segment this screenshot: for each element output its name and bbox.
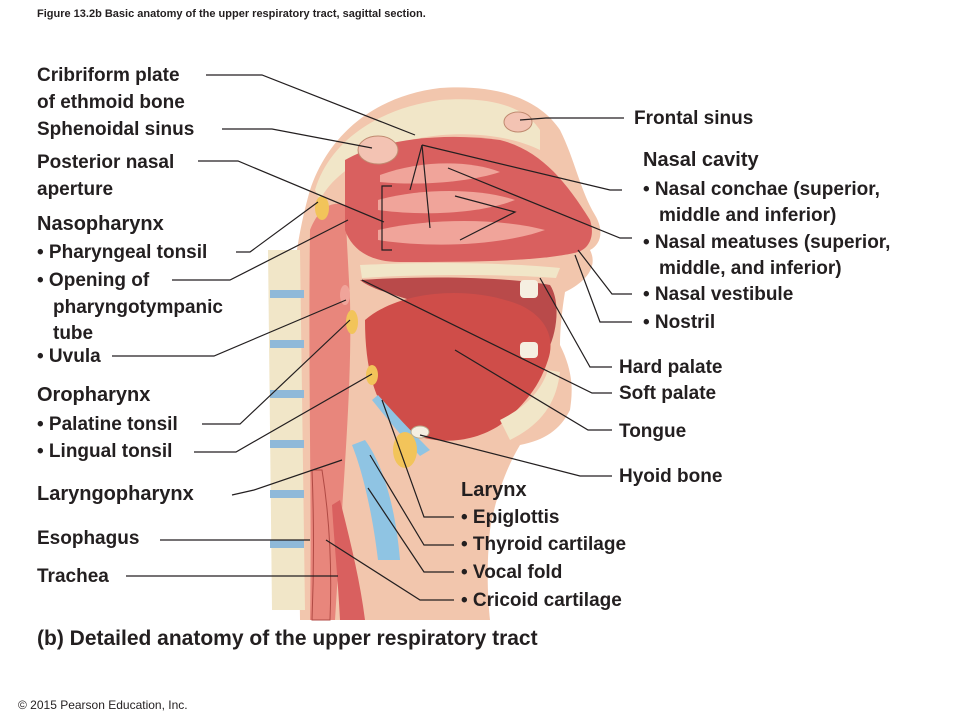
leader-thyroid bbox=[369, 454, 454, 546]
leader-cribriform bbox=[206, 74, 416, 136]
label-sphenoidal-sinus: Sphenoidal sinus bbox=[37, 119, 195, 140]
upper-teeth bbox=[520, 280, 538, 298]
label-epiglottis: • Epiglottis bbox=[461, 507, 560, 528]
label-cricoid-cartilage: • Cricoid cartilage bbox=[461, 590, 622, 611]
label-soft-palate: Soft palate bbox=[619, 383, 717, 404]
label-palatine-tonsil: • Palatine tonsil bbox=[37, 414, 178, 435]
label-hyoid-bone: Hyoid bone bbox=[619, 466, 723, 487]
leader-hard-palate bbox=[539, 277, 612, 368]
vertebral-disc bbox=[270, 290, 304, 298]
label-larynx: Larynx bbox=[461, 479, 527, 501]
uvula-shape bbox=[340, 285, 350, 305]
middle-concha bbox=[378, 191, 515, 214]
leader-opening-tube bbox=[172, 219, 349, 281]
label-hard-palate: Hard palate bbox=[619, 357, 723, 378]
label-nasal-conchae-line1: • Nasal conchae (superior, bbox=[643, 179, 880, 200]
tongue-shape bbox=[365, 293, 551, 441]
leader-uvula bbox=[112, 299, 347, 357]
label-oropharynx: Oropharynx bbox=[37, 384, 151, 406]
leader-hyoid bbox=[419, 434, 612, 477]
trachea-shape bbox=[332, 500, 365, 620]
label-opening-tube-line1: • Opening of bbox=[37, 270, 150, 291]
vertebral-disc bbox=[270, 540, 304, 548]
label-posterior-nasal-aperture-line1: Posterior nasal bbox=[37, 152, 175, 173]
label-pharyngeal-tonsil: • Pharyngeal tonsil bbox=[37, 242, 208, 263]
label-nostril: • Nostril bbox=[643, 312, 716, 333]
label-trachea: Trachea bbox=[37, 566, 109, 587]
mandible bbox=[500, 370, 560, 440]
vertebral-disc bbox=[270, 390, 304, 398]
leader-nasal-conchae bbox=[421, 144, 622, 191]
label-uvula: • Uvula bbox=[37, 346, 101, 367]
leader-vocal-fold bbox=[367, 487, 454, 573]
leader-vestibule bbox=[577, 249, 632, 295]
leader-epiglottis bbox=[381, 399, 454, 518]
palatine-tonsil-shape bbox=[346, 310, 358, 334]
label-esophagus: Esophagus bbox=[37, 528, 140, 549]
leader-lingual bbox=[194, 373, 373, 453]
leader-nasal-meatuses bbox=[447, 167, 632, 239]
lower-teeth bbox=[520, 342, 538, 358]
epiglottis-shape bbox=[372, 395, 430, 456]
meatus-fan bbox=[454, 195, 517, 241]
label-nasal-meatuses-line2: middle, and inferior) bbox=[659, 258, 842, 279]
leader-tongue bbox=[454, 349, 612, 431]
vertebral-disc bbox=[270, 490, 304, 498]
esophagus-shape bbox=[311, 469, 332, 621]
pharyngeal-tonsil-shape bbox=[315, 196, 329, 220]
label-cribriform-plate-line1: Cribriform plate bbox=[37, 65, 180, 86]
label-nasal-meatuses-line1: • Nasal meatuses (superior, bbox=[643, 232, 891, 253]
conchae-fan-2 bbox=[421, 144, 431, 229]
hyoid-bone-shape bbox=[410, 425, 430, 439]
leader-sphenoidal bbox=[222, 128, 373, 149]
label-nasal-conchae-line2: middle and inferior) bbox=[659, 205, 837, 226]
label-thyroid-cartilage: • Thyroid cartilage bbox=[461, 534, 627, 555]
hard-palate-shape bbox=[360, 263, 560, 278]
label-posterior-nasal-aperture-line2: aperture bbox=[37, 179, 114, 200]
skull-bone bbox=[315, 99, 540, 200]
conchae-bracket bbox=[381, 185, 392, 251]
leader-lines bbox=[112, 74, 632, 601]
label-laryngopharynx: Laryngopharynx bbox=[37, 483, 194, 505]
vertebral-disc bbox=[270, 440, 304, 448]
label-nasopharynx: Nasopharynx bbox=[37, 213, 164, 235]
inferior-concha bbox=[378, 221, 545, 245]
label-cribriform-plate-line2: of ethmoid bone bbox=[37, 92, 185, 113]
leader-laryngopharynx bbox=[231, 459, 343, 496]
conchae-fan-1 bbox=[409, 144, 423, 191]
frontal-sinus-shape bbox=[503, 111, 533, 133]
leader-posterior-aperture bbox=[198, 160, 385, 223]
label-tongue: Tongue bbox=[619, 421, 687, 442]
label-opening-tube-line3: tube bbox=[53, 323, 94, 344]
leader-soft-palate bbox=[361, 279, 612, 394]
label-nasal-vestibule: • Nasal vestibule bbox=[643, 284, 794, 305]
leader-nostril bbox=[574, 254, 632, 323]
sphenoidal-sinus-shape bbox=[357, 135, 399, 165]
leader-cricoid bbox=[325, 539, 454, 601]
lingual-tonsil-shape bbox=[366, 365, 378, 385]
panel-title: (b) Detailed anatomy of the upper respir… bbox=[37, 627, 538, 650]
figure-caption: Figure 13.2b Basic anatomy of the upper … bbox=[37, 8, 426, 20]
superior-concha bbox=[380, 163, 500, 184]
leader-frontal-sinus bbox=[519, 117, 624, 121]
label-vocal-fold: • Vocal fold bbox=[461, 562, 563, 583]
nasal-conchae-shapes bbox=[378, 163, 545, 245]
leader-palatine bbox=[202, 319, 351, 425]
label-opening-tube-line2: pharyngotympanic bbox=[53, 297, 223, 318]
label-frontal-sinus: Frontal sinus bbox=[634, 108, 754, 129]
label-lingual-tonsil: • Lingual tonsil bbox=[37, 441, 173, 462]
label-nasal-cavity: Nasal cavity bbox=[643, 149, 759, 171]
thyroid-fat bbox=[393, 432, 417, 468]
vertebral-disc bbox=[270, 340, 304, 348]
vertebrae-discs bbox=[270, 290, 304, 548]
copyright-notice: © 2015 Pearson Education, Inc. bbox=[18, 698, 188, 712]
leader-pharyngeal-tonsil bbox=[236, 201, 319, 253]
